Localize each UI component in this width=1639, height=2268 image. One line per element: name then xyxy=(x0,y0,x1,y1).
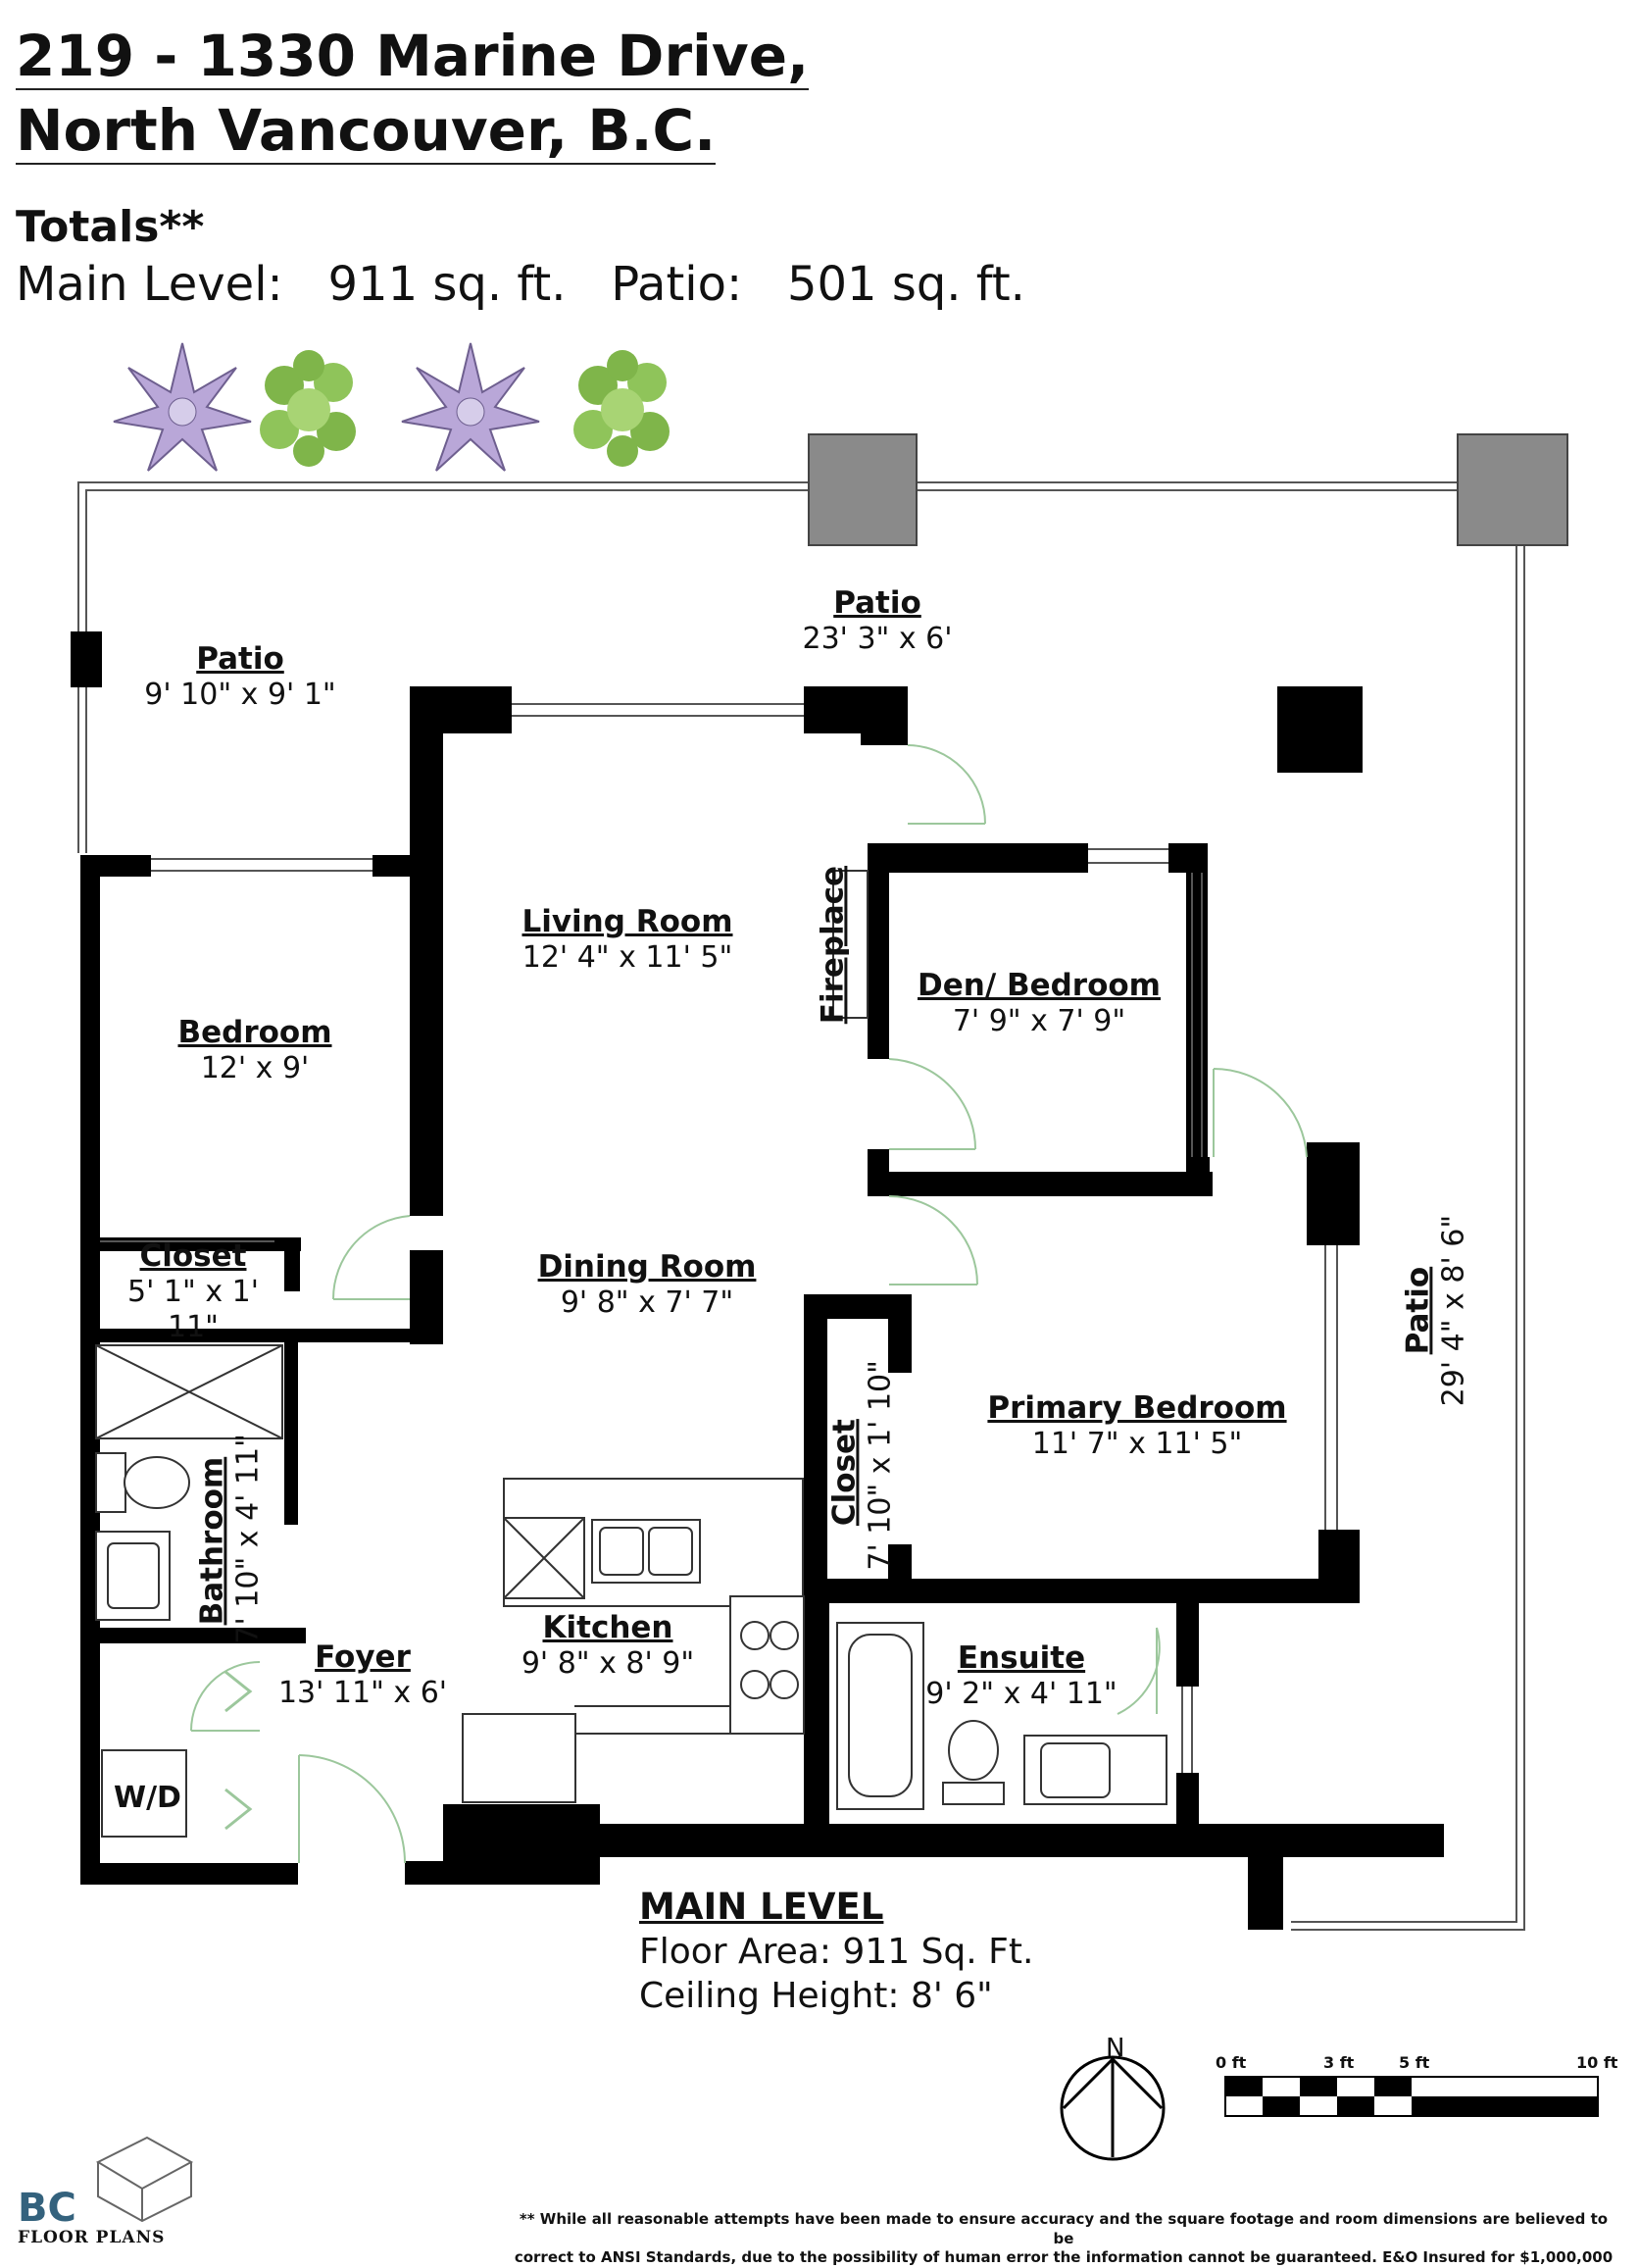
address-line-1: 219 - 1330 Marine Drive, xyxy=(16,23,810,90)
totals-line: Main Level: 911 sq. ft. Patio: 501 sq. f… xyxy=(16,257,1025,312)
fireplace-label: Fireplace xyxy=(815,862,851,1029)
room-dims: 23' 3" x 6' xyxy=(802,622,953,657)
plant-green-icon xyxy=(573,350,670,467)
room-dims: 9' 10" x 9' 1" xyxy=(144,678,336,713)
compass-icon xyxy=(1060,2055,1166,2161)
kitchen-fixtures xyxy=(462,1478,805,1803)
level-summary: MAIN LEVEL Floor Area: 911 Sq. Ft. Ceili… xyxy=(639,1885,1033,2018)
washer-dryer-label: W/D xyxy=(114,1781,181,1815)
totals-label: Totals** xyxy=(16,202,205,252)
scale-label: 10 ft xyxy=(1576,2053,1618,2072)
room-closet-left: Closet 5' 1" x 1' 11" xyxy=(100,1238,286,1345)
fireplace-hearth xyxy=(832,870,869,1019)
room-patio-left: Patio 9' 10" x 9' 1" xyxy=(137,641,343,713)
address-line-2: North Vancouver, B.C. xyxy=(16,97,717,165)
room-patio-right: Patio 29' 4" x 8' 6" xyxy=(1400,1184,1471,1438)
disclaimer-line-2: correct to ANSI Standards, due to the po… xyxy=(514,2248,1614,2266)
logo-bc: BC xyxy=(18,2186,76,2231)
room-name: Patio xyxy=(833,585,921,621)
room-dims: 29' 4" x 8' 6" xyxy=(1436,1214,1471,1407)
logo-text: FLOOR PLANS xyxy=(18,2228,166,2247)
level-heading: MAIN LEVEL xyxy=(639,1886,884,1928)
room-name: Closet xyxy=(139,1238,247,1274)
column xyxy=(1277,686,1363,773)
column xyxy=(808,433,918,546)
disclaimer-line-1: ** While all reasonable attempts have be… xyxy=(519,2210,1609,2247)
room-dims: 7' 10" x 1' 10" xyxy=(863,1360,898,1571)
room-dining-room: Dining Room 9' 8" x 7' 7" xyxy=(529,1249,765,1321)
door-swings xyxy=(190,744,1308,1864)
room-dims: 7' 10" x 4' 11" xyxy=(230,1434,266,1644)
room-patio-top: Patio 23' 3" x 6' xyxy=(779,585,975,657)
room-closet-primary: Closet 7' 10" x 1' 10" xyxy=(826,1360,898,1571)
room-name: Kitchen xyxy=(542,1610,673,1645)
room-bedroom: Bedroom 12' x 9' xyxy=(147,1015,363,1086)
windows xyxy=(100,703,1338,1773)
washer-dryer xyxy=(101,1749,187,1838)
room-dims: 9' 8" x 8' 9" xyxy=(521,1646,695,1682)
room-name: Primary Bedroom xyxy=(987,1390,1287,1426)
scale-bar xyxy=(1224,2076,1599,2117)
room-name: Ensuite xyxy=(957,1640,1086,1676)
room-name: Bedroom xyxy=(177,1015,332,1050)
room-name: Patio xyxy=(1400,1266,1436,1355)
plant-purple-icon xyxy=(113,342,252,472)
bathroom-fixtures xyxy=(95,1344,283,1621)
room-name: Living Room xyxy=(522,904,733,939)
room-primary-bedroom: Primary Bedroom 11' 7" x 11' 5" xyxy=(980,1390,1294,1462)
wall xyxy=(71,631,102,687)
floor-area: Floor Area: 911 Sq. Ft. xyxy=(639,1932,1034,1973)
room-living-room: Living Room 12' 4" x 11' 5" xyxy=(510,904,745,976)
room-name: Fireplace xyxy=(815,865,851,1025)
room-dims: 5' 1" x 1' 11" xyxy=(127,1275,259,1345)
logo-icon xyxy=(95,2136,194,2223)
room-dims: 9' 2" x 4' 11" xyxy=(925,1677,1118,1712)
room-bathroom: Bathroom 7' 10" x 4' 11" xyxy=(194,1434,266,1644)
scale-label: 5 ft xyxy=(1399,2053,1430,2072)
room-foyer: Foyer 13' 11" x 6' xyxy=(265,1639,461,1711)
room-name: Dining Room xyxy=(537,1249,757,1285)
room-name: Foyer xyxy=(315,1639,411,1675)
north-label: N xyxy=(1106,2034,1125,2063)
room-kitchen: Kitchen 9' 8" x 8' 9" xyxy=(510,1610,706,1682)
scale-label: 3 ft xyxy=(1323,2053,1355,2072)
room-name: Den/ Bedroom xyxy=(918,968,1161,1003)
walls xyxy=(80,686,1444,1930)
plant-green-icon xyxy=(260,350,356,467)
room-den-bedroom: Den/ Bedroom 7' 9" x 7' 9" xyxy=(897,968,1181,1039)
room-ensuite: Ensuite 9' 2" x 4' 11" xyxy=(923,1640,1119,1712)
room-name: Bathroom xyxy=(194,1456,230,1626)
plant-purple-icon xyxy=(401,342,540,472)
room-dims: 12' x 9' xyxy=(200,1051,310,1086)
logo: BC FLOOR PLANS xyxy=(18,2189,165,2247)
column xyxy=(1457,433,1568,546)
scale-label: 0 ft xyxy=(1216,2053,1247,2072)
room-name: Patio xyxy=(196,641,284,677)
patio-railing xyxy=(77,481,1525,1931)
room-name: Closet xyxy=(826,1419,863,1527)
ceiling-height: Ceiling Height: 8' 6" xyxy=(639,1976,993,2017)
room-dims: 11' 7" x 11' 5" xyxy=(1031,1427,1243,1462)
room-dims: 9' 8" x 7' 7" xyxy=(560,1285,734,1321)
room-dims: 13' 11" x 6' xyxy=(277,1676,448,1711)
room-dims: 12' 4" x 11' 5" xyxy=(522,940,733,976)
room-dims: 7' 9" x 7' 9" xyxy=(952,1004,1126,1039)
ensuite-fixtures xyxy=(836,1622,1167,1810)
